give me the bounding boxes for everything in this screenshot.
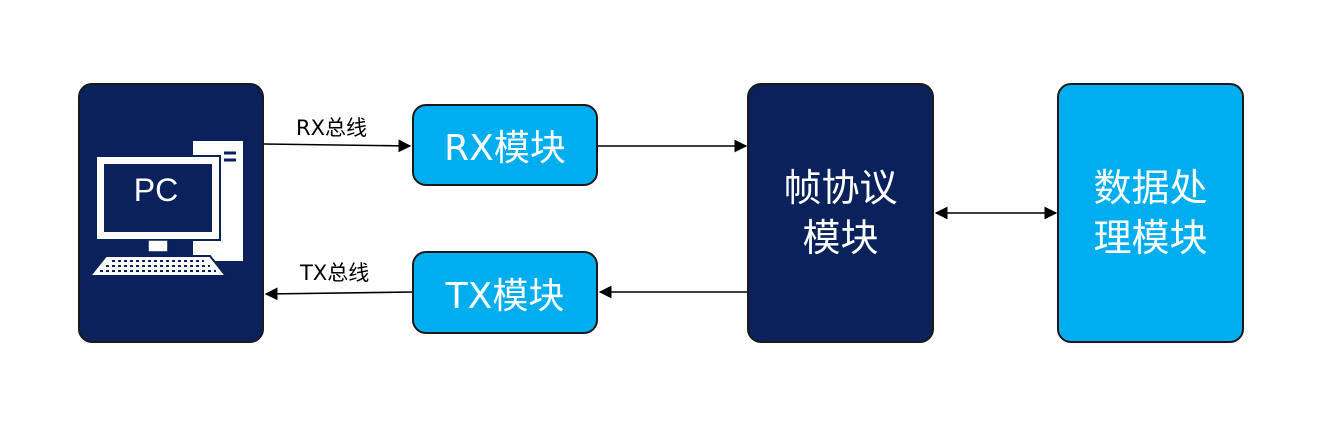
data-processing-module-line1: 数据处 [1093,166,1208,210]
rx-bus-arrow [263,139,412,153]
frame-protocol-module-line2: 模块 [802,216,879,260]
data-processing-module-block: 数据处 理模块 [1057,83,1244,343]
pc-stand [147,239,169,253]
rx-module-block: RX模块 [412,104,598,186]
computer-icon [87,139,245,277]
frame-protocol-module-line1: 帧协议 [783,166,898,210]
tx-bus-arrow [264,287,414,301]
tx-module-block: TX模块 [412,251,598,334]
tx-module-label: TX模块 [445,275,565,317]
pc-keyboard [87,255,229,277]
tx-bus-label: TX总线 [300,261,370,285]
frame-protocol-module-block: 帧协议 模块 [747,83,934,343]
rx-bus-label: RX总线 [296,116,367,140]
pc-screen [104,164,212,232]
pc-label: PC [133,172,179,208]
data-processing-module-line2: 理模块 [1093,216,1208,260]
pc-keyboard-keys [100,260,216,272]
rx-module-label: RX模块 [444,128,566,169]
